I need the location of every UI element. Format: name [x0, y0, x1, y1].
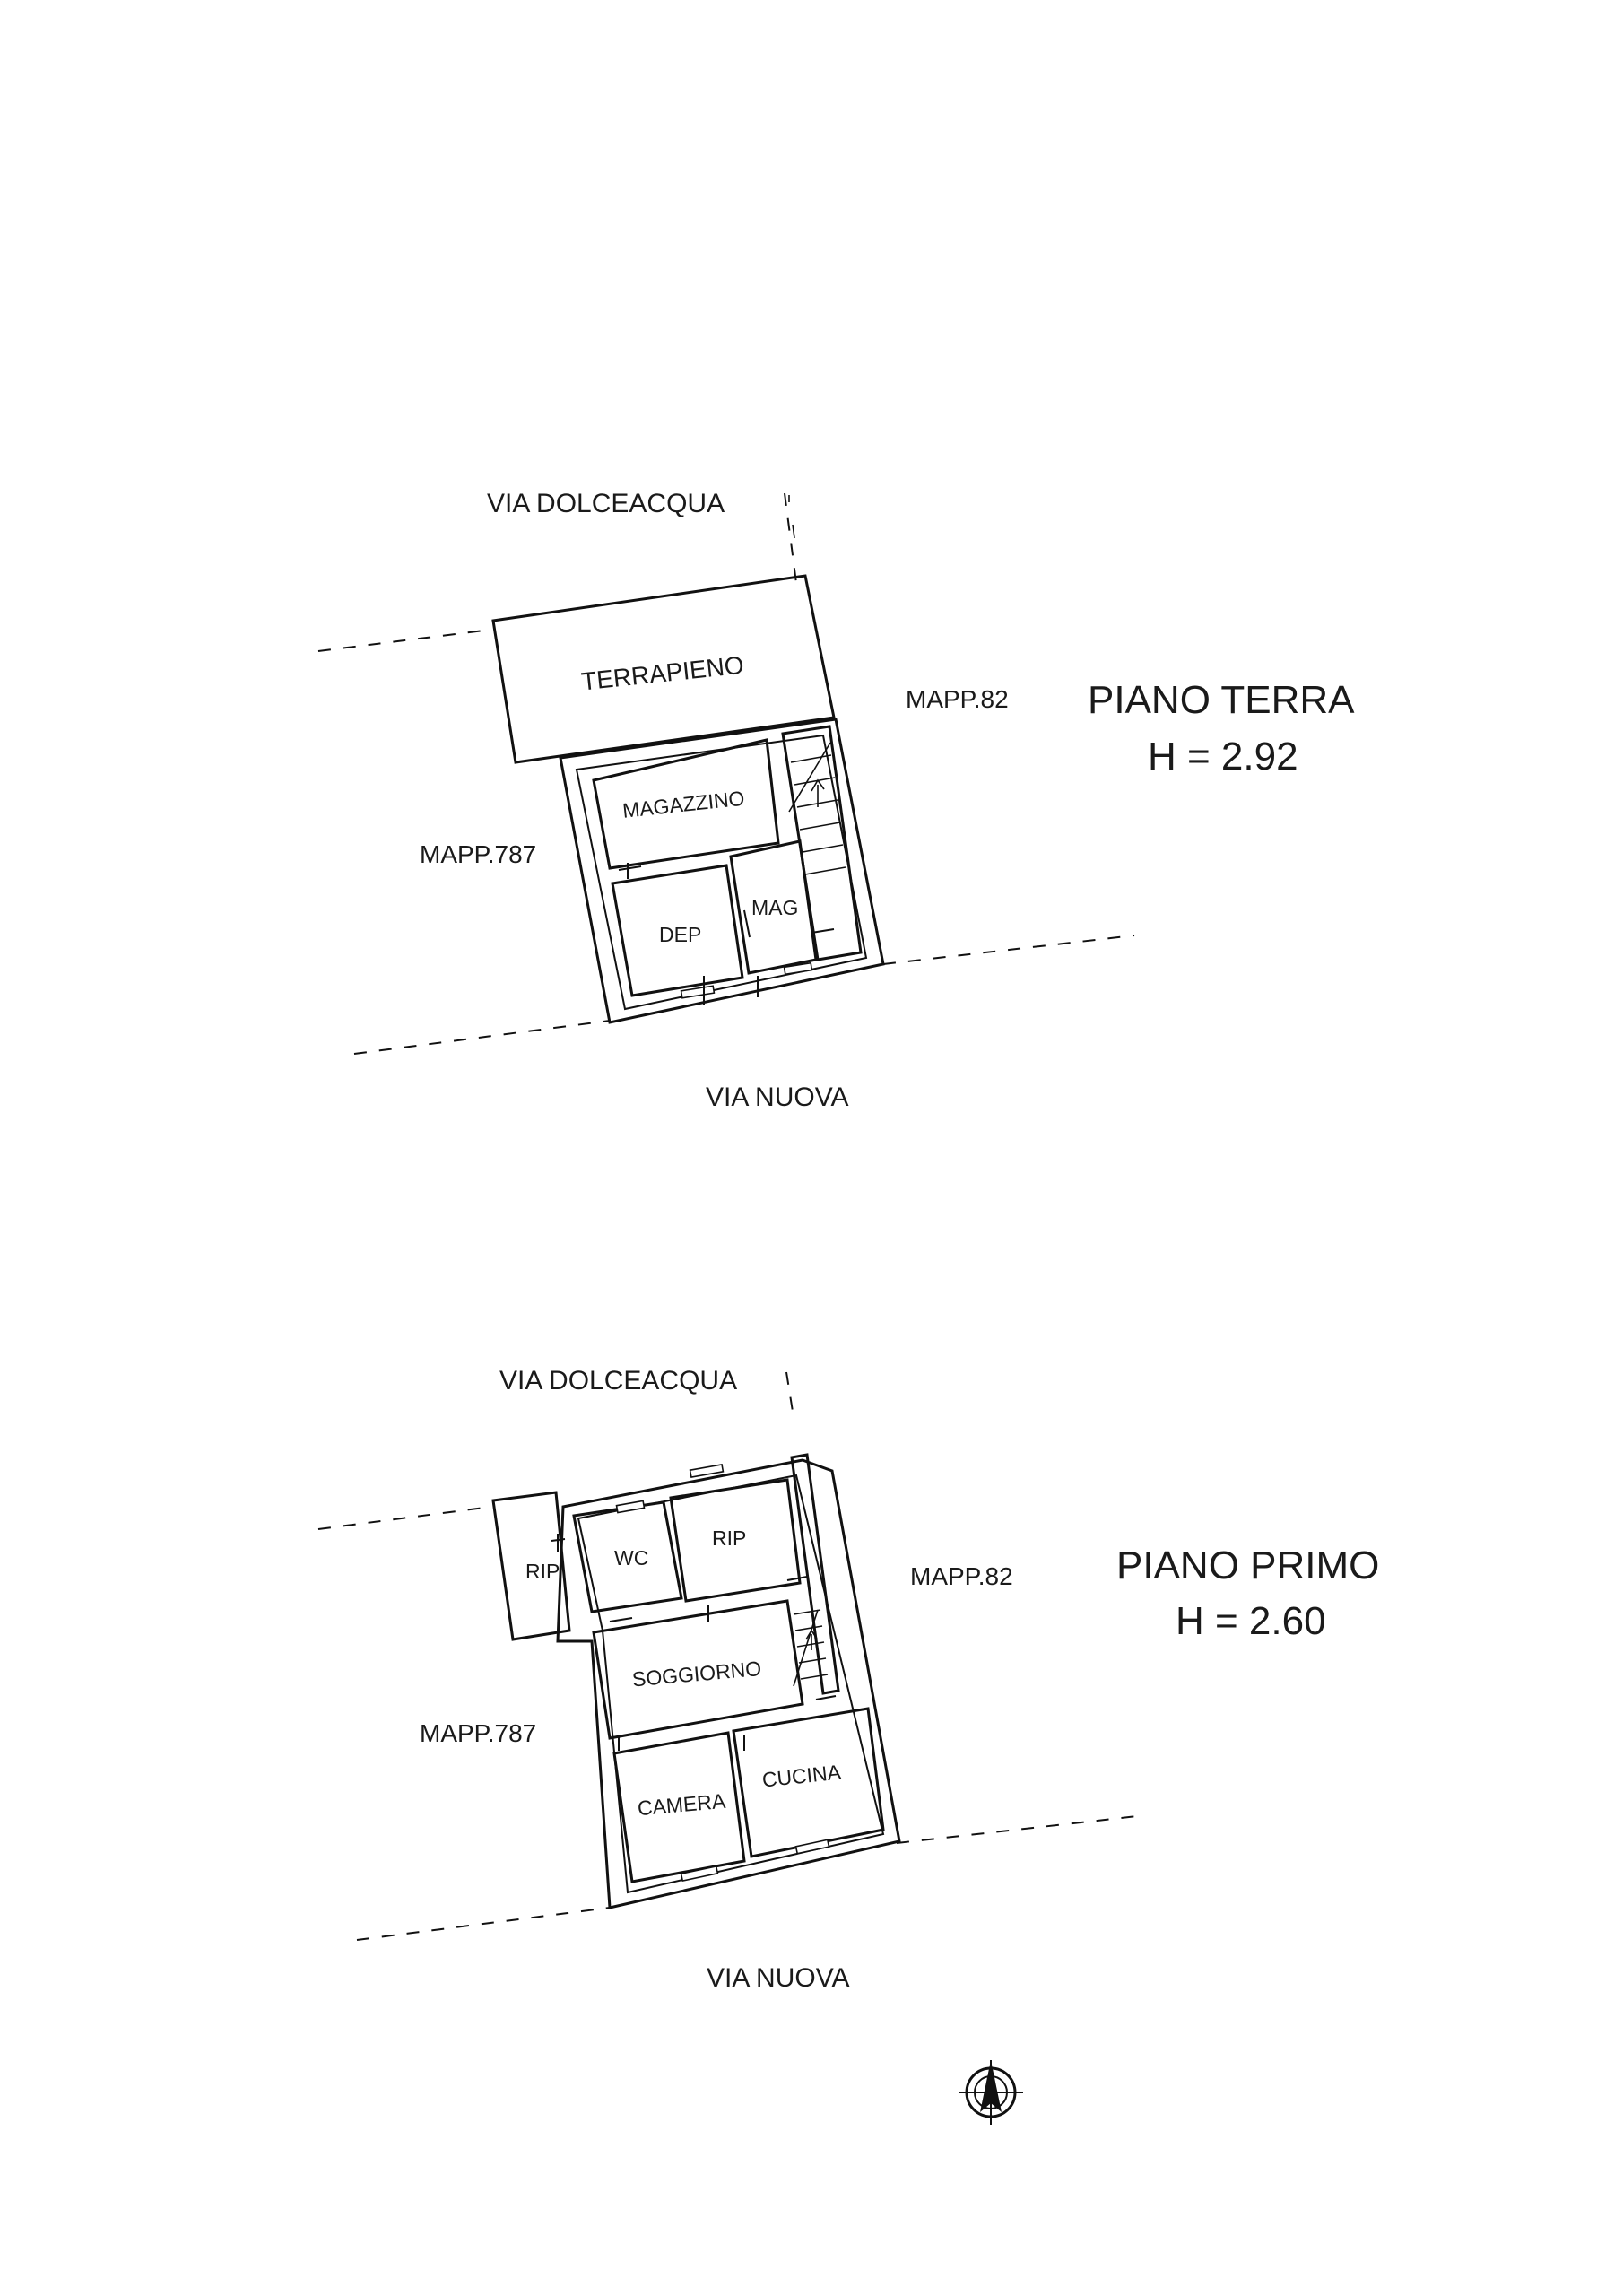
boundary-line-bottom-left: [353, 1020, 611, 1055]
boundary-line-bottom-left: [356, 1907, 611, 1941]
boundary-line-top: [317, 1506, 492, 1530]
room-label-rip-left: RIP: [525, 1560, 560, 1583]
room-mag-outline: [729, 839, 818, 975]
room-rip-right-outline: [669, 1478, 802, 1603]
floor-height: H = 2.60: [1176, 1599, 1326, 1643]
building-outline-outer: [559, 718, 885, 1024]
street-label-top: VIA DOLCEACQUA: [487, 489, 725, 518]
room-magazzino-outline: [592, 738, 780, 870]
room-soggiorno-outline: [592, 1599, 804, 1740]
room-label-cucina: CUCINA: [761, 1761, 843, 1792]
boundary-tick-top-2: [792, 524, 795, 539]
parcel-label-right: MAPP.82: [910, 1562, 1013, 1590]
plan-ground-floor: VIA DOLCEACQUA VIA NUOVA MAPP.787 MAPP.8…: [317, 489, 1355, 1112]
boundary-line-bottom-right: [896, 1815, 1138, 1844]
room-label-rip-right: RIP: [712, 1526, 746, 1550]
room-cucina-outline: [732, 1707, 885, 1858]
parcel-label-right: MAPP.82: [906, 685, 1009, 713]
staircase-icon: [793, 1609, 829, 1687]
boundary-line-right-marker: [784, 492, 797, 584]
floor-height: H = 2.92: [1148, 735, 1298, 778]
boundary-line-right-marker: [785, 1371, 794, 1418]
floor-title: PIANO PRIMO: [1116, 1544, 1379, 1587]
boundary-line-bottom-right: [882, 935, 1135, 965]
staircase-icon: [788, 742, 846, 875]
parcel-label-left: MAPP.787: [420, 840, 536, 868]
parcel-label-left: MAPP.787: [420, 1719, 536, 1747]
plan-first-floor: VIA DOLCEACQUA VIA NUOVA MAPP.787 MAPP.8…: [317, 1366, 1379, 1993]
room-label-soggiorno: SOGGIORNO: [631, 1657, 762, 1691]
room-rip-left-outline: [491, 1491, 571, 1641]
room-camera-outline: [612, 1731, 746, 1883]
stair-shaft-outline: [790, 1453, 840, 1695]
terrapieno-outline: [491, 574, 836, 764]
street-label-top: VIA DOLCEACQUA: [499, 1366, 737, 1396]
door-marks: [618, 863, 835, 1004]
street-label-bottom: VIA NUOVA: [707, 1963, 850, 1993]
room-label-camera: CAMERA: [637, 1789, 727, 1821]
stair-shaft-outline: [781, 725, 863, 961]
room-label-wc: WC: [614, 1546, 648, 1570]
room-label-dep: DEP: [659, 923, 701, 946]
boundary-line-top: [317, 629, 492, 652]
north-arrow-icon: [959, 2060, 1023, 2125]
street-label-bottom: VIA NUOVA: [706, 1083, 849, 1112]
room-label-magazzino: MAGAZZINO: [621, 787, 746, 822]
building-outline-inner: [575, 734, 868, 1011]
door-marks: [551, 1464, 837, 1883]
floor-title: PIANO TERRA: [1088, 678, 1355, 722]
room-label-terrapieno: TERRAPIENO: [580, 651, 745, 696]
room-dep-outline: [611, 864, 744, 997]
room-label-mag: MAG: [751, 896, 798, 919]
